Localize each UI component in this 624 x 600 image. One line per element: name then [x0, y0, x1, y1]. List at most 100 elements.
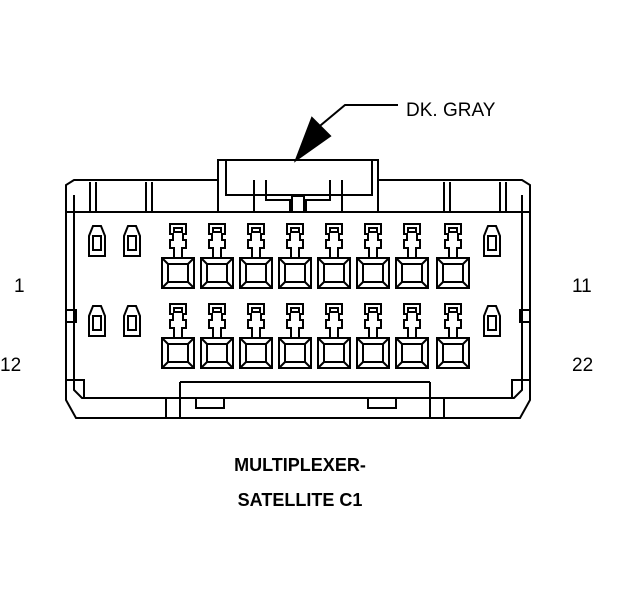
cavity-bevel [304, 281, 312, 289]
cavity-stem [247, 223, 265, 259]
cavity-stem [325, 303, 343, 339]
cavity-bevel [304, 337, 312, 345]
cavity-bevel [395, 361, 403, 369]
cavity-box [239, 257, 273, 289]
cavity-stem [247, 303, 265, 339]
cavity-stem [169, 223, 187, 259]
cavity-bevel [239, 337, 247, 345]
cavity-inner [362, 343, 384, 363]
cavity-box [395, 257, 429, 289]
cavity-stem [208, 303, 226, 339]
cavity-bevel [187, 361, 195, 369]
cavity-box [161, 257, 195, 289]
cavity-bevel [265, 281, 273, 289]
cavity-bevel [317, 281, 325, 289]
cavity-stem [169, 303, 187, 339]
row1-cavities [161, 223, 470, 289]
cavity-bevel [239, 361, 247, 369]
cavity-bevel [226, 337, 234, 345]
cavity-bevel [161, 281, 169, 289]
cavity-box [278, 337, 312, 369]
cavity-inner [206, 343, 228, 363]
cavity-box [278, 257, 312, 289]
cavity-bevel [382, 281, 390, 289]
cavity-inner [284, 263, 306, 283]
cavity-stem [208, 223, 226, 259]
cavity-inner [362, 263, 384, 283]
cavity-bevel [161, 361, 169, 369]
cavity-bevel [265, 257, 273, 265]
cavity-bevel [356, 337, 364, 345]
cavity-stem [403, 303, 421, 339]
cavity-bevel [187, 337, 195, 345]
cavity-stem [325, 223, 343, 259]
cavity-inner [206, 263, 228, 283]
cavity-box [436, 257, 470, 289]
cavity-inner [323, 343, 345, 363]
cavity-bevel [200, 281, 208, 289]
cavity-bevel [239, 281, 247, 289]
cavity-box [317, 337, 351, 369]
cavity-box [239, 337, 273, 369]
cavity-bevel [278, 281, 286, 289]
cavity-bevel [356, 281, 364, 289]
cavity-inner [167, 263, 189, 283]
cavity-box [356, 257, 390, 289]
cavity-inner [284, 343, 306, 363]
cavity-bevel [200, 337, 208, 345]
cavity-bevel [317, 257, 325, 265]
cavity-stem [286, 223, 304, 259]
cavity-inner [245, 263, 267, 283]
cavity-bevel [382, 361, 390, 369]
cavity-box [395, 337, 429, 369]
cavity-bevel [200, 257, 208, 265]
cavity-bevel [462, 281, 470, 289]
cavity-bevel [161, 257, 169, 265]
wire-color-label: DK. GRAY [406, 100, 496, 121]
cavity-box [161, 337, 195, 369]
cavity-box [356, 337, 390, 369]
cavity-bevel [395, 257, 403, 265]
cavity-box [317, 257, 351, 289]
cavity-bevel [239, 257, 247, 265]
cavity-bevel [421, 337, 429, 345]
cavity-inner [401, 343, 423, 363]
cavity-bevel [265, 337, 273, 345]
cavity-bevel [187, 281, 195, 289]
cavity-bevel [278, 361, 286, 369]
cavity-inner [245, 343, 267, 363]
cavity-bevel [317, 361, 325, 369]
cavity-bevel [395, 337, 403, 345]
cavity-box [200, 337, 234, 369]
cavity-inner [167, 343, 189, 363]
cavity-bevel [343, 257, 351, 265]
cavity-bevel [436, 281, 444, 289]
cavity-bevel [462, 361, 470, 369]
cavity-bevel [187, 257, 195, 265]
cavity-bevel [343, 281, 351, 289]
connector-title-line1: MULTIPLEXER- [234, 455, 366, 475]
cavity-stem [364, 303, 382, 339]
cavity-bevel [161, 337, 169, 345]
cavity-bevel [436, 337, 444, 345]
cavity-bevel [382, 257, 390, 265]
connector-body [65, 159, 531, 419]
cavity-inner [401, 263, 423, 283]
cavity-bevel [436, 361, 444, 369]
cavity-bevel [382, 337, 390, 345]
cavity-bevel [462, 257, 470, 265]
connector-title-line2: SATELLITE C1 [237, 490, 363, 510]
pin-label-22: 22 [572, 355, 594, 376]
cavity-stem [286, 303, 304, 339]
pin-label-1: 1 [14, 276, 25, 297]
cavity-bevel [304, 361, 312, 369]
cavity-bevel [421, 257, 429, 265]
cavity-bevel [265, 361, 273, 369]
cavity-stem [444, 303, 462, 339]
row1-small-latches [88, 225, 501, 257]
cavity-bevel [421, 281, 429, 289]
cavity-bevel [421, 361, 429, 369]
cavity-bevel [356, 257, 364, 265]
cavity-inner [442, 343, 464, 363]
cavity-bevel [317, 337, 325, 345]
